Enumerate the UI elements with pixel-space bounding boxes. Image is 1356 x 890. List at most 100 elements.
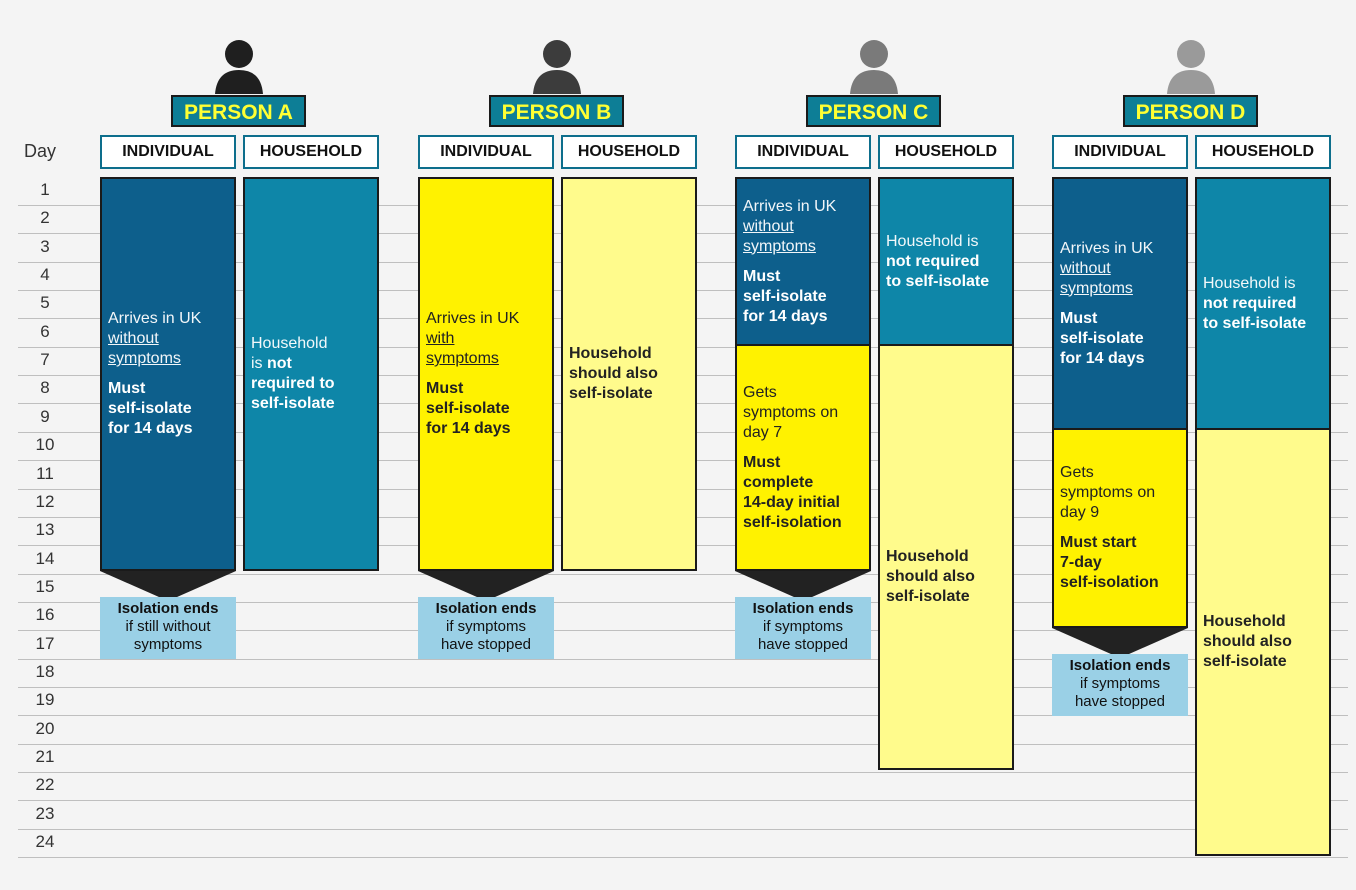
person-d-household-bottom-2: should also	[1203, 633, 1292, 650]
person-c-arrival-symptoms: symptoms	[743, 237, 816, 255]
person-d-start-3: self-isolation	[1060, 574, 1159, 591]
person-a-end-line-1: if still without	[125, 618, 211, 635]
person-c-arrival-text: Arrives in UK	[743, 197, 837, 215]
day-label: 18	[35, 661, 55, 681]
person-c-household-bottom-3: self-isolate	[886, 588, 970, 605]
person-a-arrival-qualifier: without	[108, 330, 159, 347]
day-label: 17	[35, 633, 55, 653]
person-d-end-title: Isolation ends	[1069, 657, 1171, 674]
person-a-household-text-2: is	[251, 355, 267, 372]
person-b-label: PERSON B	[489, 95, 624, 127]
person-d-instruction-2: self-isolate	[1060, 329, 1144, 347]
person-d-end-line-2: have stopped	[1074, 693, 1166, 710]
day-label: 3	[40, 236, 50, 256]
day-label: 8	[40, 378, 50, 398]
person-a-household-text-1: Household	[251, 335, 328, 352]
day-label: 19	[35, 690, 55, 710]
day-gridline	[18, 658, 1348, 660]
person-a-arrival-symptoms: symptoms	[108, 350, 181, 367]
person-d-household-header: HOUSEHOLD	[1195, 135, 1331, 169]
person-c-instruction-1: Must	[743, 267, 781, 285]
person-d-household-bottom-3: self-isolate	[1203, 653, 1287, 670]
day-label: 14	[35, 548, 55, 568]
person-c-complete-3: 14-day initial	[743, 493, 840, 511]
day-label: 4	[40, 265, 50, 285]
person-c-end-line-1: if symptoms	[762, 618, 843, 635]
day-gridline	[18, 630, 1348, 632]
person-d-silhouette-icon	[1167, 40, 1215, 94]
day-label: 22	[35, 775, 55, 795]
person-d-household-bottom-bar: Household should also self-isolate	[1195, 428, 1331, 856]
person-b-end-arrow	[418, 571, 554, 601]
day-label: 12	[35, 491, 55, 511]
person-d-symptom-text-1: Gets	[1060, 464, 1094, 481]
person-c-instruction-2: self-isolate	[743, 287, 827, 305]
person-c-household-top-3: to self-isolate	[886, 272, 990, 290]
person-b-instruction-2: self-isolate	[426, 400, 510, 417]
person-c-symptom-text-3: day 7	[743, 423, 783, 441]
day-label: 24	[35, 832, 55, 852]
person-c-household-bottom-1: Household	[886, 548, 969, 565]
person-d-household-top-1: Household is	[1203, 274, 1296, 292]
person-a-instruction-1: Must	[108, 380, 146, 397]
person-d-individual-header: INDIVIDUAL	[1052, 135, 1188, 169]
person-c-household-top-bar: Household is not required to self-isolat…	[878, 177, 1014, 346]
person-c-individual-header: INDIVIDUAL	[735, 135, 871, 169]
person-a-end-line-2: symptoms	[133, 636, 203, 653]
person-b-arrival-text: Arrives in UK	[426, 310, 520, 327]
person-d-instruction-3: for 14 days	[1060, 349, 1145, 367]
person-d-instruction-1: Must	[1060, 309, 1098, 327]
person-c-end-title: Isolation ends	[752, 600, 854, 617]
day-label: 6	[40, 321, 50, 341]
person-c-symptom-text-1: Gets	[743, 383, 777, 401]
person-b-end-title: Isolation ends	[435, 600, 537, 617]
day-gridline	[18, 828, 1348, 830]
person-d-end-line-1: if symptoms	[1079, 675, 1160, 692]
person-c-silhouette-icon	[850, 40, 898, 94]
person-a-instruction-3: for 14 days	[108, 420, 193, 437]
day-label: 11	[36, 463, 54, 483]
day-label: 15	[35, 576, 55, 596]
person-b-instruction-1: Must	[426, 380, 464, 397]
day-label: 10	[35, 435, 55, 455]
person-b-household-text-2: should also	[569, 365, 658, 382]
person-a-silhouette-icon	[215, 40, 263, 94]
person-d-label: PERSON D	[1123, 95, 1258, 127]
person-c-household-bottom-bar: Household should also self-isolate	[878, 344, 1014, 770]
person-d-arrival-qualifier: without	[1060, 259, 1111, 277]
person-d-household-top-bar: Household is not required to self-isolat…	[1195, 177, 1331, 430]
person-d-arrival-symptoms: symptoms	[1060, 279, 1133, 297]
day-label: 2	[40, 208, 50, 228]
day-gridline	[18, 772, 1348, 773]
person-c-instruction-3: for 14 days	[743, 307, 828, 325]
person-c-individual-top-bar: Arrives in UK without symptoms Must self…	[735, 177, 871, 346]
day-label: 5	[40, 293, 50, 313]
day-label: 1	[40, 180, 50, 199]
person-b-instruction-3: for 14 days	[426, 420, 511, 437]
person-c-arrival-qualifier: without	[743, 217, 794, 235]
person-c-household-top-2: not required	[886, 252, 980, 270]
day-label: 13	[35, 520, 55, 540]
person-b-individual-header: INDIVIDUAL	[418, 135, 554, 169]
day-gridline	[18, 743, 1348, 745]
day-gridline	[18, 800, 1348, 802]
day-gridline	[18, 715, 1348, 717]
person-b-arrival-symptoms: symptoms	[426, 350, 499, 367]
person-a-arrival-text: Arrives in UK	[108, 310, 202, 327]
person-d-individual-bottom-bar: Gets symptoms on day 9 Must start 7-day …	[1052, 428, 1188, 628]
person-b-household-text-3: self-isolate	[569, 385, 653, 402]
person-a-label: PERSON A	[171, 95, 306, 127]
person-a-isolation-end-box: Isolation ends if still without symptoms	[100, 597, 236, 659]
person-b-isolation-end-box: Isolation ends if symptoms have stopped	[418, 597, 554, 659]
person-a-household-header: HOUSEHOLD	[243, 135, 379, 169]
person-b-individual-bar: Arrives in UK with symptoms Must self-is…	[418, 177, 554, 571]
person-d-individual-top-bar: Arrives in UK without symptoms Must self…	[1052, 177, 1188, 430]
person-a-household-text-3: required to	[251, 375, 335, 392]
person-d-household-top-2: not required	[1203, 294, 1297, 312]
person-a-household-text-4: self-isolate	[251, 395, 335, 412]
person-c-individual-bottom-bar: Gets symptoms on day 7 Must complete 14-…	[735, 344, 871, 571]
person-b-household-header: HOUSEHOLD	[561, 135, 697, 169]
person-d-household-top-3: to self-isolate	[1203, 314, 1307, 332]
person-a-individual-bar: Arrives in UK without symptoms Must self…	[100, 177, 236, 571]
